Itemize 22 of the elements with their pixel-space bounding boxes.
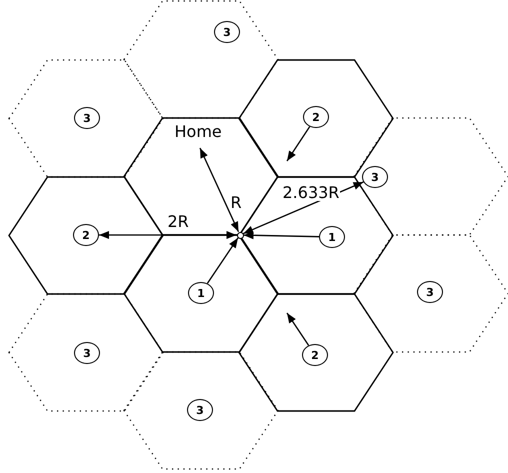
edge-label: 2R — [166, 214, 190, 230]
arrow — [206, 238, 239, 284]
edge-label: R — [230, 195, 243, 211]
circled-number: 3 — [362, 166, 388, 188]
double-arrow — [199, 148, 240, 232]
arrow — [243, 231, 320, 240]
arrow — [286, 312, 310, 346]
circled-number: 2 — [303, 106, 329, 128]
circled-number: 2 — [73, 224, 99, 246]
circled-number: 3 — [74, 107, 100, 129]
circled-number: 2 — [302, 344, 328, 366]
double-arrow — [99, 231, 236, 239]
circled-number: 3 — [187, 399, 213, 421]
circled-number: 1 — [188, 282, 214, 304]
circled-number: 3 — [214, 21, 240, 43]
arrow — [286, 126, 310, 162]
edge-label: 2.633R — [282, 185, 340, 201]
circled-number: 3 — [74, 342, 100, 364]
cell-label: Home — [174, 122, 222, 140]
center-point — [236, 232, 244, 238]
circled-number: 3 — [417, 281, 443, 303]
circled-number: 1 — [319, 226, 345, 248]
